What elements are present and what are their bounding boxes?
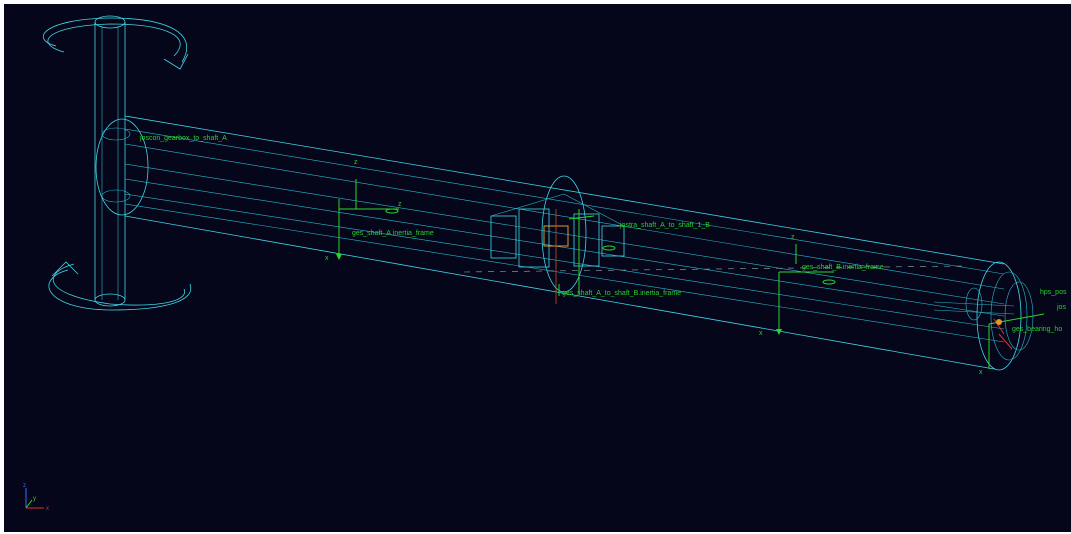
triad-y-label: y (33, 496, 36, 502)
triad-x-label: x (46, 506, 49, 512)
axis-letter-z-b: z (791, 234, 795, 241)
axis-letter-x-c: x (979, 369, 983, 376)
axis-letter-z: z (354, 159, 358, 166)
input-shaft-wireframe[interactable] (94, 15, 149, 307)
axis-letter-x: x (325, 255, 329, 262)
rotation-arrow-top-icon (43, 17, 189, 70)
coupling-wireframe[interactable] (490, 175, 625, 304)
coupling-marker[interactable] (558, 209, 616, 296)
shaft-a-frame-marker[interactable] (336, 179, 399, 260)
triad-z-label: z (23, 483, 26, 489)
shaft-a-frame-label: ges_shaft_A.inertia_frame (352, 230, 434, 237)
axis-letter-x-b: x (759, 330, 763, 337)
hps-label: hps_pos (1040, 289, 1067, 296)
shaft-ab-frame-label: ges_shaft_A_to_shaft_B.inertia_frame (562, 290, 681, 297)
joint-gearbox-label: joscon_gearbox_to_shaft_A (139, 135, 227, 142)
axis-letter-y: z (398, 201, 402, 208)
bearing-label: ges_bearing_ho (1012, 326, 1062, 333)
orientation-triad: z y x (23, 483, 49, 512)
bearing-marker[interactable] (988, 313, 1045, 369)
shaft-b-frame-label: ges_shaft_B.inertia_frame (802, 264, 884, 271)
joint-shaft-a-b-label: jostra_shaft_A_to_shaft_1_B (619, 222, 710, 229)
output-shaft-wireframe[interactable] (124, 115, 1034, 371)
wireframe-scene[interactable]: joscon_gearbox_to_shaft_A ges_shaft_A.in… (4, 4, 1071, 532)
3d-viewport[interactable]: joscon_gearbox_to_shaft_A ges_shaft_A.in… (4, 4, 1071, 532)
rotation-arrow-bottom-icon (48, 261, 192, 311)
jos-label: jos (1056, 304, 1066, 311)
shaft-b-frame-marker[interactable] (776, 244, 836, 335)
